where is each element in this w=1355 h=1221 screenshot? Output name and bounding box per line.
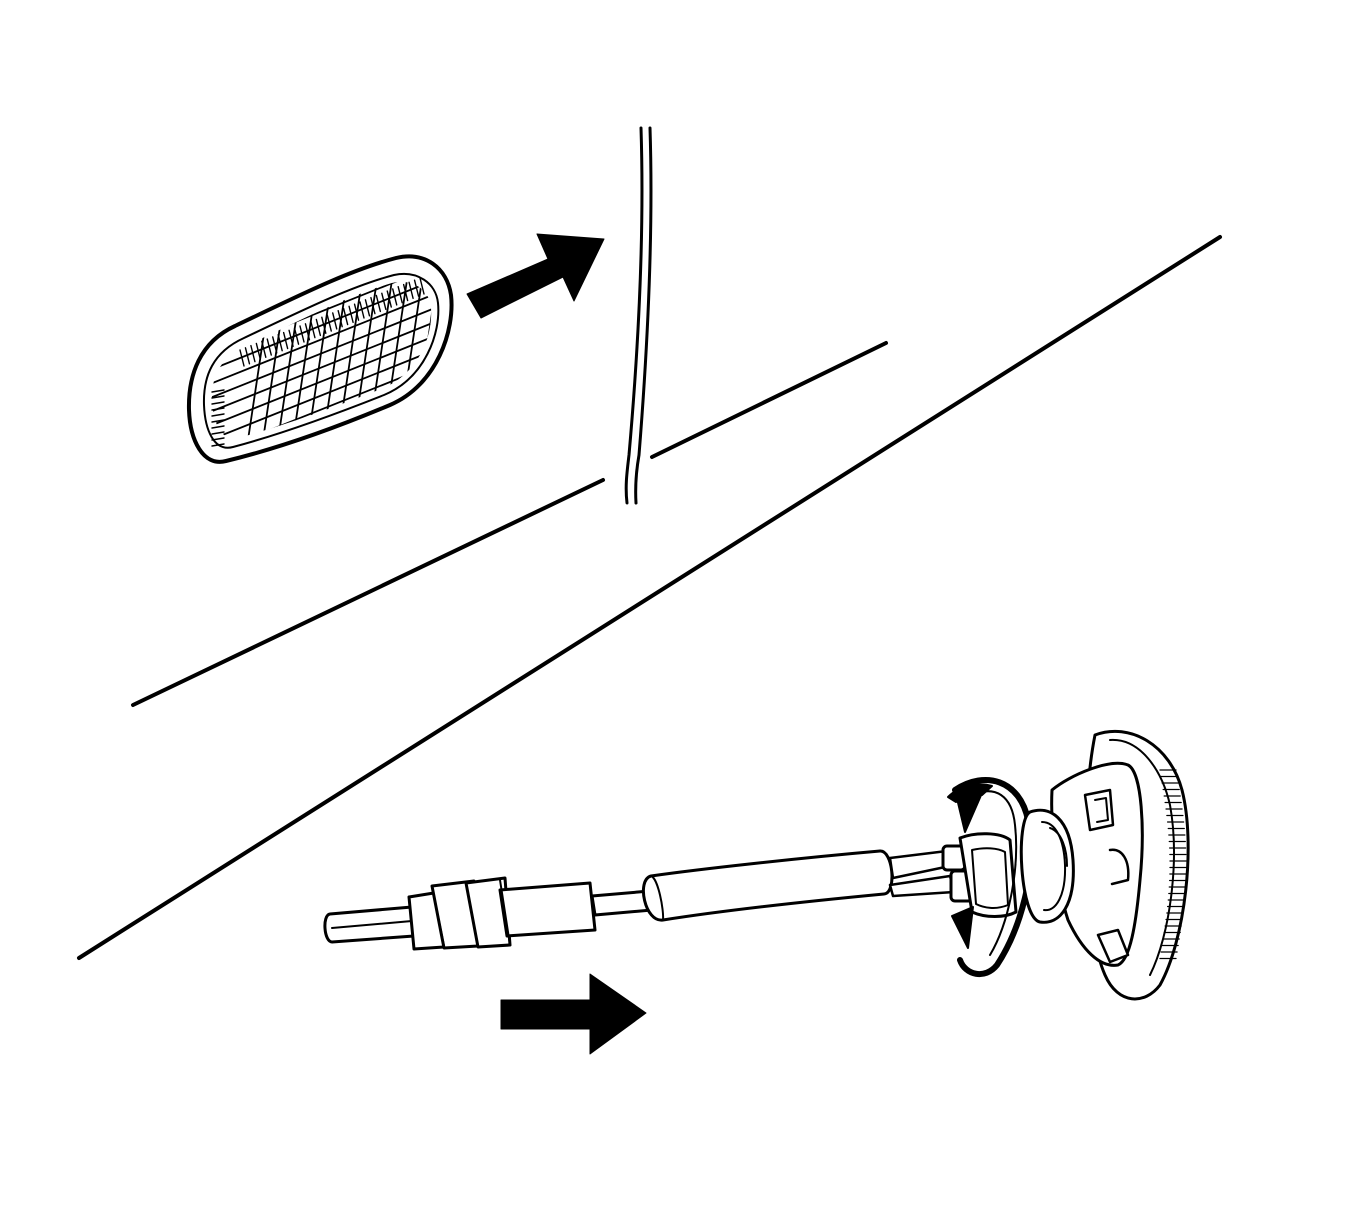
lens-rim-hatch (293, 327, 300, 345)
sleeve-end (650, 875, 665, 921)
lens-grid-line (364, 281, 396, 439)
wire-into-socket-upper (888, 849, 952, 880)
lens-rim-hatch (299, 325, 305, 343)
lens-rim-hatch (288, 329, 294, 348)
lens-rim-hatch (244, 347, 251, 365)
arrow-bottom-shape (500, 973, 647, 1055)
lens-rim-hatch (211, 431, 225, 435)
lens-inner-rim (202, 272, 440, 449)
bulb-socket-wiring (323, 832, 1018, 951)
housing-foot (1096, 928, 1130, 964)
housing-tab-detail (1094, 797, 1109, 823)
lens-rim-hatch (211, 401, 225, 405)
lens-grid-line (259, 281, 291, 439)
lens-grid-line (211, 315, 432, 417)
body-panel-lines (77, 126, 1222, 960)
lens-rim-hatch (211, 389, 225, 393)
rotation-arrowhead-lower (951, 906, 974, 949)
lens-rim-hatch (381, 292, 387, 310)
lens-grid-line (211, 329, 432, 431)
lens-rim-hatch (211, 443, 225, 447)
connector-edge (431, 885, 445, 947)
lens-rim-hatch (397, 286, 403, 304)
connector-edge (499, 879, 511, 946)
lens-rim-hatch (266, 338, 272, 356)
lens-rim-hatch (321, 316, 327, 334)
rotation-arrowhead-upper-base (947, 783, 993, 803)
lens-rim-hatch (353, 303, 360, 321)
arrow-top-shape (466, 233, 605, 319)
upper-crease-line-left (131, 478, 605, 707)
lens-rim-hatch (413, 279, 420, 297)
lens-rim-hatch (211, 419, 225, 423)
lens-grid-line (440, 260, 470, 460)
lens-outer-rim (186, 254, 454, 464)
lens-grid-line (211, 287, 432, 389)
socket-ridge (971, 847, 1009, 909)
lens-rim-hatch (255, 342, 262, 361)
upper-crease-line-right (650, 341, 888, 459)
lens-rim-hatch (272, 336, 278, 354)
lens-grid-line (211, 343, 432, 439)
door-gap-line-right (634, 126, 653, 505)
lens-grid-line (211, 301, 432, 403)
lens-rim-hatch (359, 301, 365, 319)
lens-rim-hatch (419, 277, 425, 295)
lens-rim-hatch (282, 331, 289, 350)
rotation-ring-inner (971, 790, 1018, 956)
removal-arrow-bottom (500, 973, 647, 1055)
lens-rim-hatch (364, 299, 371, 317)
housing-lens-inner-edge (1109, 738, 1175, 976)
lens-rim-hatch (211, 407, 225, 411)
lens-rim-hatch (277, 334, 283, 352)
connector-block-4 (498, 881, 597, 938)
collar-ring (1049, 827, 1068, 867)
lens-rim-hatch (211, 437, 225, 441)
lens-rim-hatch (239, 349, 245, 367)
door-gap-line-left (624, 126, 644, 505)
lens-rim-hatch (375, 294, 382, 313)
lamp-housing (1019, 729, 1190, 1001)
lens-rim-hatch (304, 323, 311, 341)
lens-rim-hatch (348, 305, 354, 324)
housing-tab-lower (1108, 848, 1130, 886)
lens-rim-hatch (392, 288, 398, 306)
lower-body-line (77, 235, 1222, 960)
lens-rim-hatch (211, 413, 225, 417)
lens-rim-hatch (408, 281, 414, 300)
housing-lens-hatching (1159, 769, 1187, 960)
lens-rim-hatch (211, 425, 225, 429)
wire-split-line (331, 920, 413, 929)
lens-rim-hatch (332, 312, 338, 330)
lens-rim-hatch (342, 307, 349, 326)
removal-arrow-top (466, 233, 605, 319)
collar-ring (1041, 821, 1067, 912)
lens-rim-hatching (211, 277, 425, 447)
wire-sleeve (641, 849, 894, 922)
connector-edge (465, 882, 479, 947)
wire-into-socket-lower (888, 874, 956, 898)
side-marker-lens (186, 254, 470, 464)
lens-rim-hatch (250, 344, 256, 363)
lens-rim-hatch (337, 310, 343, 328)
lens-rim-hatch (315, 318, 322, 337)
lens-rim-hatch (211, 395, 225, 399)
lens-rim-hatch (326, 314, 332, 332)
lens-rim-hatch (386, 290, 392, 308)
lens-rim-hatch (261, 340, 267, 358)
lens-rim-hatch (402, 283, 409, 302)
lens-rim-hatch (310, 320, 316, 339)
lens-rim-hatch (370, 296, 376, 315)
housing-tab-upper (1083, 788, 1115, 832)
